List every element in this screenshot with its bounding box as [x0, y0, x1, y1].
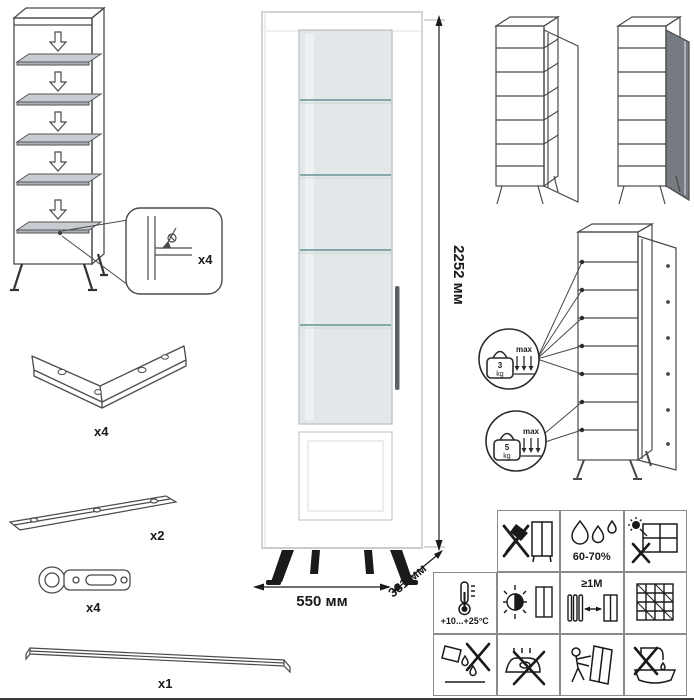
- care-cell-humidity: 60-70%: [560, 510, 624, 572]
- door-variant-diagrams: [482, 8, 694, 218]
- rail-part-diagram: x2: [2, 478, 192, 548]
- base-load-value: 5: [505, 443, 510, 452]
- variant-left-hinge: [493, 15, 579, 205]
- shelf-assembly-diagram: x4: [0, 2, 232, 314]
- care-cell-keep-shaded: [496, 572, 560, 634]
- cabinet-wireframe: [573, 222, 677, 480]
- door-handle: [395, 286, 400, 390]
- variant-right-hinge: [615, 15, 690, 205]
- handle-count-label: x1: [158, 676, 172, 691]
- lower-door: [298, 431, 393, 521]
- shelf-panels: [15, 53, 103, 234]
- callout-leaders: [61, 219, 129, 286]
- cabinet-legs: [10, 253, 108, 292]
- care-cell-no-impact: [496, 510, 560, 572]
- base-load-badge: 5 kg max: [485, 410, 547, 472]
- load-limit-diagram: 3 kg max: [470, 218, 694, 510]
- base-load-leaders: [543, 401, 583, 443]
- base-load-max: max: [523, 427, 540, 436]
- handle-part-diagram: x1: [22, 630, 302, 696]
- no-hot-objects-icon: [505, 648, 546, 686]
- cabinet-wireframe: [12, 6, 106, 266]
- no-impact-icon: [502, 521, 553, 563]
- temperature-range-icon: [458, 581, 475, 616]
- rail-count-label: x2: [150, 528, 164, 543]
- height-dimension: 2252 мм: [424, 15, 467, 551]
- care-cell-temperature: +10...+25°C: [433, 572, 497, 634]
- height-dimension-label: 2252 мм: [450, 245, 467, 305]
- shelf-load-points: [579, 259, 585, 377]
- insert-arrow-icons: [48, 31, 68, 220]
- glass-door: [298, 29, 393, 425]
- heat-distance-icon: [567, 594, 618, 622]
- cabinet-legs: [266, 550, 418, 585]
- care-cell-ventilation: [623, 572, 687, 634]
- rail-drawing: [8, 495, 178, 531]
- humidity-icon: [570, 519, 617, 545]
- no-wet-cleaning-icon: [633, 646, 677, 684]
- empty-cell: [433, 510, 497, 572]
- sheet-bottom-edge: [0, 698, 694, 700]
- care-cell-heat-distance: ≥1M: [560, 572, 624, 634]
- hinge-part-diagram: x4: [28, 550, 158, 618]
- no-spill-icon: [440, 642, 491, 683]
- handle-drawing: [25, 647, 291, 674]
- bracket-part-diagram: x4: [22, 322, 192, 444]
- shelf-load-value: 3: [498, 361, 503, 370]
- bracket-count-label: x4: [94, 424, 109, 439]
- no-direct-sun-window-icon: [628, 517, 678, 564]
- ventilation-grid-icon: [636, 583, 674, 621]
- main-cabinet-diagram: 2252 мм 550 мм 381 мм: [248, 5, 470, 617]
- bracket-holes: [57, 354, 169, 395]
- care-cell-no-direct-sun-window: [623, 510, 687, 572]
- keep-shaded-icon: [503, 585, 553, 619]
- care-cell-move-carefully: [560, 634, 624, 696]
- fastener-point: [57, 230, 63, 236]
- shelf-load-unit: kg: [496, 371, 504, 378]
- hinge-drawing: [38, 566, 131, 594]
- shelf-load-badge: 3 kg max: [478, 328, 540, 390]
- temperature-label: +10...+25°C: [440, 616, 489, 626]
- humidity-label: 60-70%: [572, 551, 611, 563]
- fastener-detail: [147, 216, 192, 280]
- care-cell-no-wet-cleaning: [623, 634, 687, 696]
- heat-distance-label: ≥1M: [581, 578, 603, 590]
- base-load-unit: kg: [503, 453, 511, 460]
- fastener-callout-box: [125, 207, 223, 295]
- move-carefully-icon: [571, 645, 613, 685]
- care-icon-grid: 60-70%: [433, 510, 687, 696]
- width-dimension: 550 мм: [253, 583, 391, 610]
- care-cell-no-spill: [433, 634, 497, 696]
- width-dimension-label: 550 мм: [296, 593, 347, 610]
- base-load-points: [579, 399, 585, 433]
- hinge-count-label: x4: [86, 600, 101, 615]
- shelf-load-leaders: [536, 261, 583, 375]
- shelf-load-max: max: [516, 345, 533, 354]
- shelf-fastener-count-label: x4: [198, 252, 213, 267]
- care-cell-no-hot-objects: [496, 634, 560, 696]
